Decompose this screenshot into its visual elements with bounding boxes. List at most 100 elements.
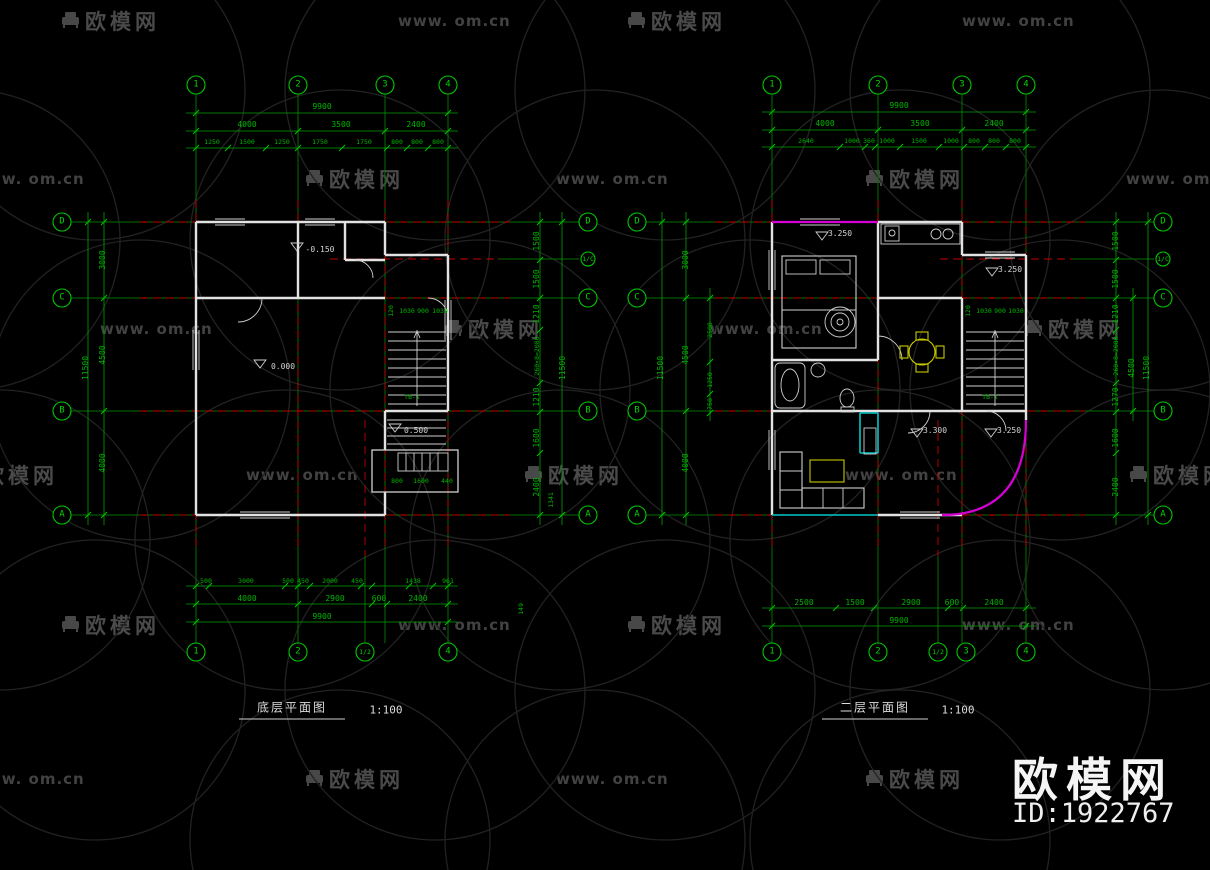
plan-title: 二层平面图 [821, 699, 929, 720]
stair-label: TB-1 [404, 392, 420, 401]
watermark-brand: 欧模网 [651, 614, 726, 638]
dim-label: 1600 [1111, 428, 1120, 448]
dim-label: 11500 [656, 355, 665, 381]
dim-label: 440 [441, 476, 453, 485]
stair-treads [966, 329, 1024, 406]
axis-label: 1/C [582, 254, 594, 263]
dim-label: 800 [1009, 136, 1021, 145]
dim-label: 260×8=2080 [532, 336, 541, 376]
plan-right-details [768, 218, 1024, 519]
dim-label: 500 [282, 576, 294, 585]
watermark-url: www. om.cn [100, 320, 213, 338]
watermark-brand: 欧模网 [468, 318, 543, 342]
axis-label: 1 [193, 79, 199, 90]
dim-label: 4000 [815, 119, 835, 128]
axis-label: 3 [959, 79, 965, 90]
dim-label: 1341 [546, 492, 555, 508]
stair-treads [388, 329, 446, 406]
dim-label: 11500 [81, 355, 90, 381]
axis-label: A [1160, 509, 1166, 520]
dim-label: 120 [386, 305, 395, 317]
watermark-brand: 欧模网 [0, 464, 58, 488]
dim-label: 120 [963, 305, 972, 317]
dim-label: 11500 [1142, 355, 1151, 381]
dim-label: 600 [944, 598, 960, 607]
level-markers [253, 242, 402, 433]
dim-label: 4500 [98, 345, 107, 365]
dim-label: 4000 [237, 120, 257, 129]
dim-label: 4500 [1127, 358, 1136, 378]
axis-label: C [585, 292, 591, 303]
door-arcs [237, 259, 449, 323]
dim-label: 1250 [705, 372, 714, 388]
grid-lines [71, 94, 1154, 643]
dim-label: 4000 [681, 453, 690, 473]
dim-label: 2400 [408, 594, 428, 603]
chair [915, 331, 929, 341]
axis-label: 2 [295, 646, 301, 657]
dim-label: 9900 [312, 102, 332, 111]
dim-label: 1000 [844, 136, 860, 145]
watermark-url: www. om.cn [556, 770, 669, 788]
axis-label: 4 [1023, 646, 1029, 657]
dim-label: 800 [391, 137, 403, 146]
level-label: 0.000 [270, 362, 296, 371]
dim-label: 3000 [238, 576, 254, 585]
dim-label: 2000 [322, 576, 338, 585]
watermark-brand-item: 欧模网 [306, 164, 404, 194]
dim-label: 1030 [399, 306, 415, 315]
axis-label: 4 [445, 79, 451, 90]
axis-bubbles [52, 75, 1173, 662]
axis-label: D [59, 216, 65, 227]
watermark-brand-item: 欧模网 [525, 460, 623, 490]
watermark-brand: 欧模网 [1153, 464, 1210, 488]
coffee-table [809, 459, 845, 483]
axis-label: B [1160, 405, 1166, 416]
dim-label: 4000 [98, 453, 107, 473]
level-label: 3.250 [996, 426, 1022, 435]
dim-label: 2500 [794, 598, 814, 607]
axis-label: 4 [445, 646, 451, 657]
dim-label: 2640 [798, 136, 814, 145]
sofa-icon [62, 12, 79, 28]
dim-label: 2400 [406, 120, 426, 129]
watermark-brand-item: 欧模网 [628, 610, 726, 640]
watermark-brand: 欧模网 [1048, 318, 1123, 342]
watermark-brand: 欧模网 [329, 168, 404, 192]
axis-label: B [59, 405, 65, 416]
dim-label: 750 [705, 398, 714, 410]
dim-label: 3500 [331, 120, 351, 129]
dim-label: 1000 [879, 136, 895, 145]
dim-label: 1500 [1111, 269, 1120, 289]
dim-label: 600 [371, 594, 387, 603]
watermark-brand: 欧模网 [548, 464, 623, 488]
dim-label: 1210 [1111, 304, 1120, 324]
watermark-brand: 欧模网 [889, 768, 964, 792]
pillow [819, 259, 851, 275]
asset-id: ID:1922767 [1012, 798, 1175, 829]
dim-label: 2400 [984, 598, 1004, 607]
sofa-icon [1130, 466, 1147, 482]
watermark-brand: 欧模网 [889, 168, 964, 192]
watermark-url: www. om.cn [398, 12, 511, 30]
watermark-brand-item: 欧模网 [628, 6, 726, 36]
dim-label: 961 [442, 576, 454, 585]
dim-label: 260×8=2080 [1111, 336, 1120, 376]
round-rug [824, 306, 856, 338]
watermark-brand-item: 欧模网 [62, 6, 160, 36]
dim-label: 800 [411, 137, 423, 146]
dimension-ticks [84, 108, 1152, 630]
dimension-lines [87, 111, 1149, 627]
axis-label: A [634, 509, 640, 520]
basin [810, 362, 826, 378]
axis-label: 4 [1023, 79, 1029, 90]
dim-label: 1250 [274, 137, 290, 146]
dim-label: 2900 [901, 598, 921, 607]
stove-burner [930, 228, 942, 240]
watermark-url: www. om.cn [1126, 170, 1210, 188]
dim-label: 900 [417, 306, 429, 315]
sofa-icon [525, 466, 542, 482]
axis-label: C [634, 292, 640, 303]
